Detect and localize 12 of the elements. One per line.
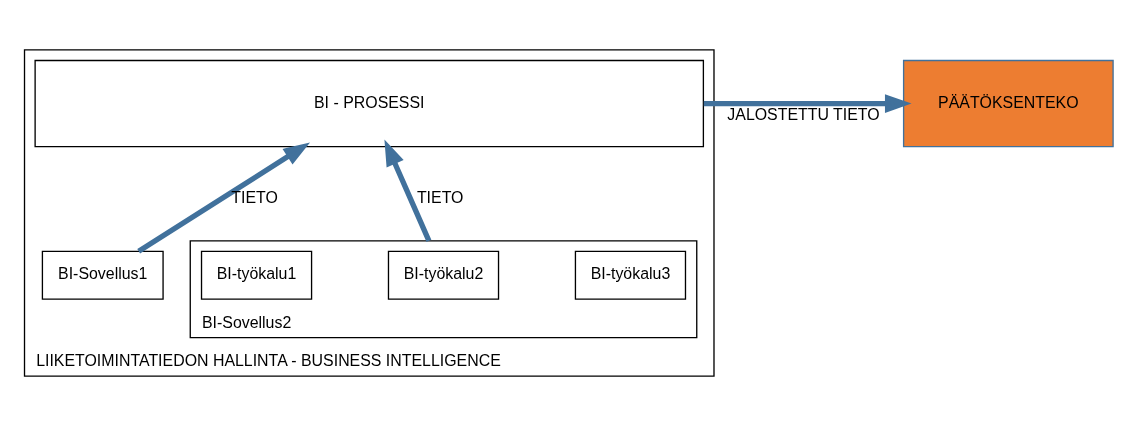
arrow (384, 139, 432, 242)
arrow (137, 142, 310, 253)
node-box: BI-työkalu3 (574, 250, 687, 300)
node-box: PÄÄTÖKSENTEKO (902, 59, 1114, 147)
edge-label: TIETO (416, 188, 464, 206)
edge-label: TIETO (231, 188, 278, 206)
node-box: BI-työkalu1 (200, 250, 313, 300)
node-box: BI-työkalu2 (387, 250, 500, 300)
node-box: BI-Sovellus1 (41, 250, 164, 300)
arrow (703, 93, 912, 113)
node-box: BI - PROSESSI (34, 59, 705, 147)
edge-label: JALOSTETTU TIETO (727, 105, 880, 123)
